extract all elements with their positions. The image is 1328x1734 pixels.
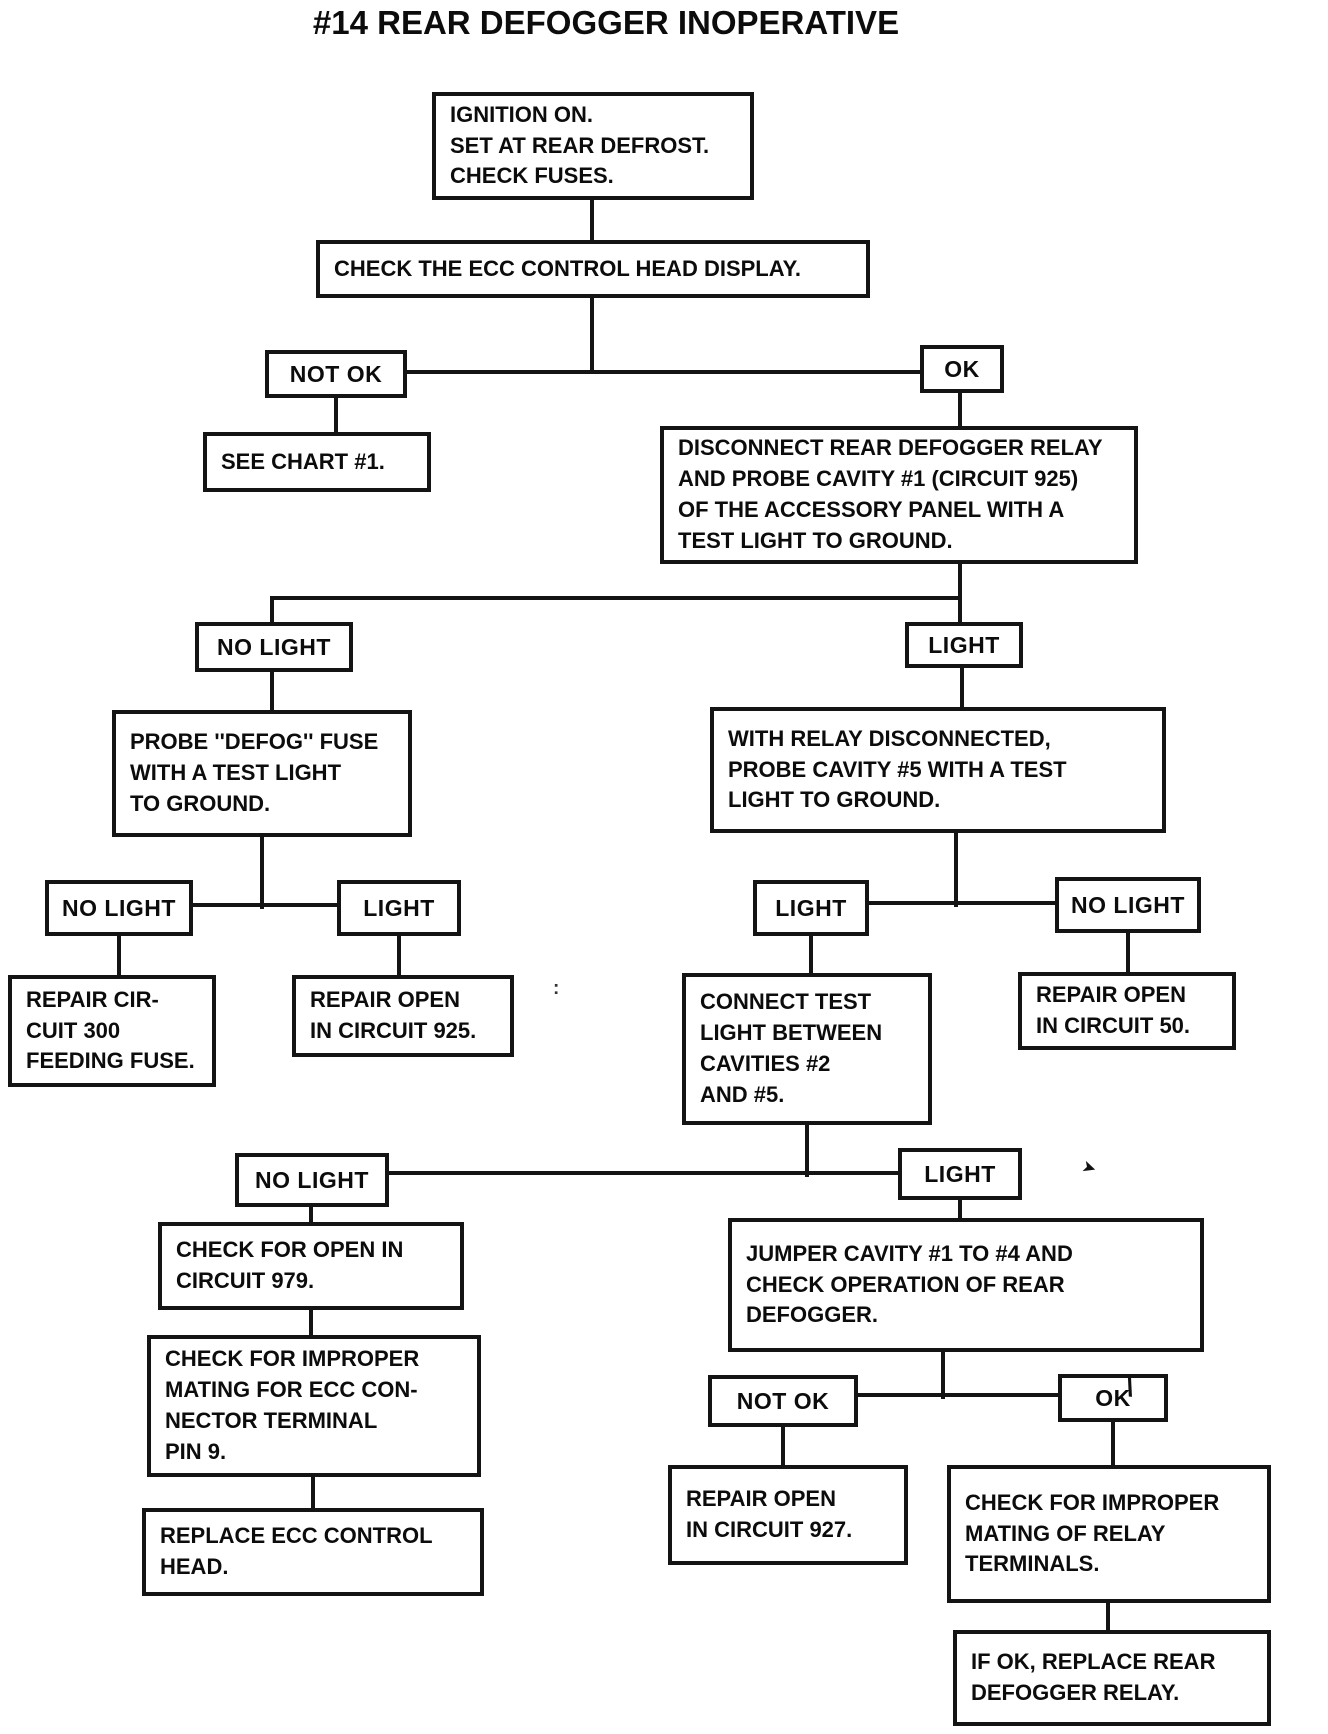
node-repair-circuit-300: REPAIR CIR- CUIT 300 FEEDING FUSE. [8, 975, 216, 1087]
connector-line [260, 837, 264, 909]
connector-line [309, 1207, 313, 1222]
connector-line [809, 936, 813, 973]
connector-line [1111, 1422, 1115, 1465]
decision-no-light-3: NO LIGHT [1055, 877, 1201, 933]
connector-line [960, 668, 964, 707]
connector-line [1106, 1603, 1110, 1630]
connector-line [858, 1393, 1058, 1397]
connector-line [311, 1477, 315, 1508]
connector-line [397, 936, 401, 975]
connector-line [389, 1171, 898, 1175]
connector-line [590, 298, 594, 374]
connector-line [270, 596, 274, 622]
decision-light-4: LIGHT [898, 1148, 1022, 1200]
node-connect-test-light: CONNECT TEST LIGHT BETWEEN CAVITIES #2 A… [682, 973, 932, 1125]
node-repair-open-927: REPAIR OPEN IN CIRCUIT 927. [668, 1465, 908, 1565]
connector-line [117, 936, 121, 975]
connector-line [954, 833, 958, 907]
node-probe-defog-fuse: PROBE ''DEFOG'' FUSE WITH A TEST LIGHT T… [112, 710, 412, 837]
node-see-chart-1: SEE CHART #1. [203, 432, 431, 492]
connector-line [270, 672, 274, 710]
node-with-relay-disconnected: WITH RELAY DISCONNECTED, PROBE CAVITY #5… [710, 707, 1166, 833]
node-repair-open-925: REPAIR OPEN IN CIRCUIT 925. [292, 975, 514, 1057]
connector-line [590, 200, 594, 240]
connector-line [958, 393, 962, 426]
node-check-open-979: CHECK FOR OPEN IN CIRCUIT 979. [158, 1222, 464, 1310]
node-disconnect-relay: DISCONNECT REAR DEFOGGER RELAY AND PROBE… [660, 426, 1138, 564]
decision-light-2: LIGHT [337, 880, 461, 936]
connector-line [958, 596, 962, 622]
decision-ok-2: OK [1058, 1374, 1168, 1422]
decision-light-1: LIGHT [905, 622, 1023, 668]
connector-line [193, 903, 337, 907]
node-ignition-on: IGNITION ON. SET AT REAR DEFROST. CHECK … [432, 92, 754, 200]
connector-line [309, 1310, 313, 1335]
decision-not-ok-1: NOT OK [265, 350, 407, 398]
node-check-ecc-display: CHECK THE ECC CONTROL HEAD DISPLAY. [316, 240, 870, 298]
decision-ok-1: OK [920, 345, 1004, 393]
ink-arrowhead-mark: ➤ [1079, 1156, 1099, 1179]
decision-no-light-2: NO LIGHT [45, 880, 193, 936]
decision-no-light-1: NO LIGHT [195, 622, 353, 672]
node-repair-open-50: REPAIR OPEN IN CIRCUIT 50. [1018, 972, 1236, 1050]
decision-no-light-4: NO LIGHT [235, 1153, 389, 1207]
connector-line [781, 1427, 785, 1465]
connector-line [1126, 933, 1130, 972]
node-replace-defogger-relay: IF OK, REPLACE REAR DEFOGGER RELAY. [953, 1630, 1271, 1726]
decision-light-3: LIGHT [753, 880, 869, 936]
connector-line [941, 1352, 945, 1399]
connector-line [805, 1125, 809, 1177]
node-check-mating-relay: CHECK FOR IMPROPER MATING OF RELAY TERMI… [947, 1465, 1271, 1603]
node-jumper-cavity: JUMPER CAVITY #1 TO #4 AND CHECK OPERATI… [728, 1218, 1204, 1352]
connector-line [958, 1200, 962, 1218]
connector-line [407, 370, 920, 374]
connector-line [958, 564, 962, 600]
connector-line [334, 398, 338, 432]
node-check-mating-ecc: CHECK FOR IMPROPER MATING FOR ECC CON- N… [147, 1335, 481, 1477]
connector-line [270, 596, 962, 600]
ink-speck: : [553, 978, 560, 999]
decision-not-ok-2: NOT OK [708, 1375, 858, 1427]
node-replace-ecc-head: REPLACE ECC CONTROL HEAD. [142, 1508, 484, 1596]
connector-line [869, 901, 1055, 905]
chart-title: #14 REAR DEFOGGER INOPERATIVE [312, 4, 900, 41]
